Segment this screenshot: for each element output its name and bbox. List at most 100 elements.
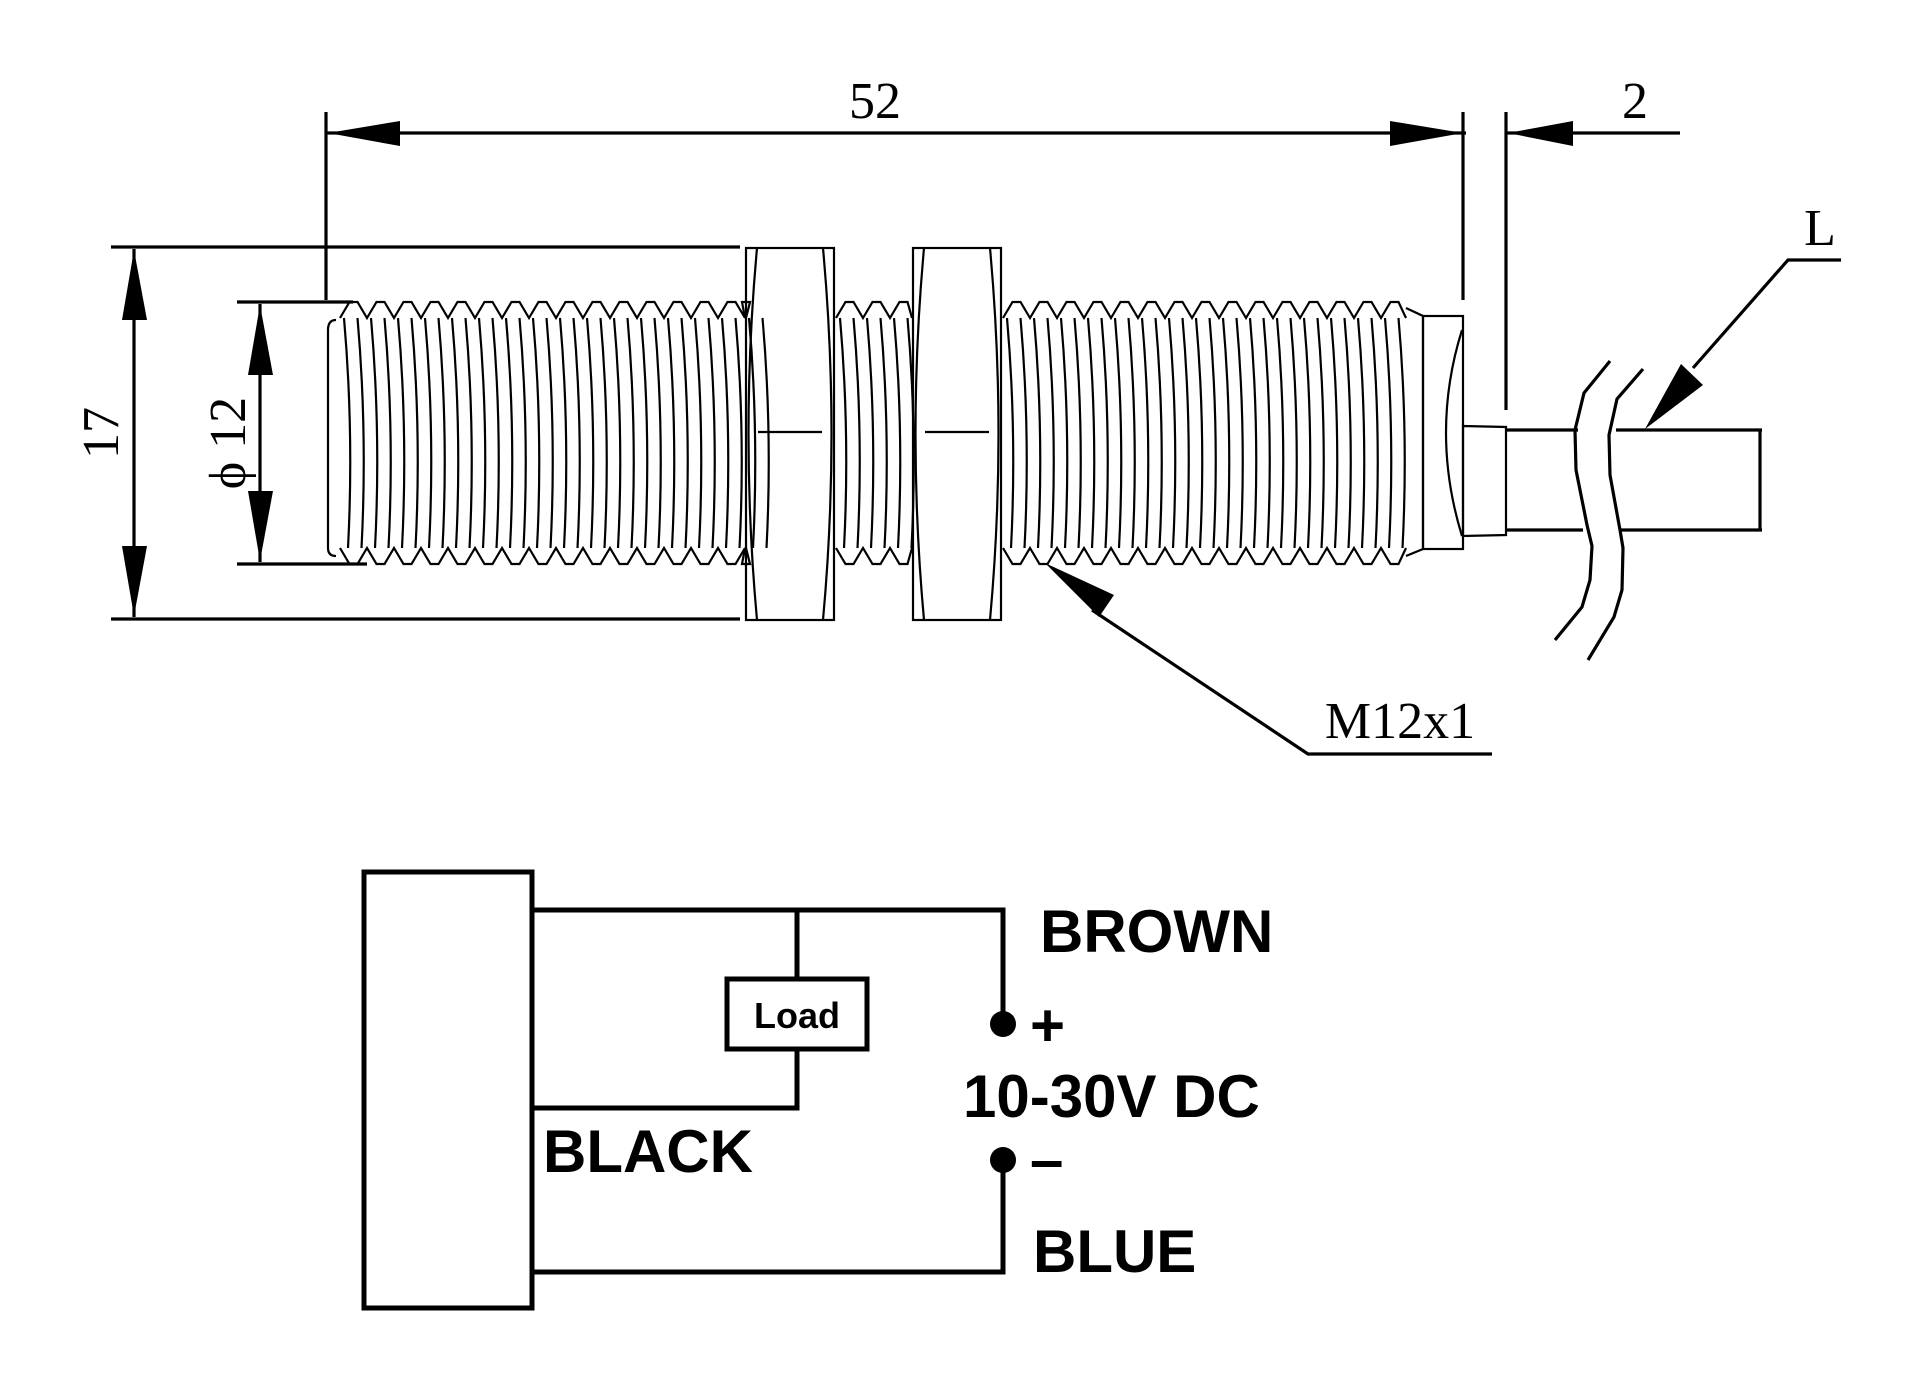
thread-line (1032, 317, 1042, 549)
arrow-dia-up (248, 305, 273, 375)
break-line-right (1586, 367, 1645, 661)
thread-line (437, 317, 446, 549)
thread-line (1262, 317, 1271, 549)
thread-line (423, 317, 433, 549)
thread-line (1005, 317, 1015, 549)
thread-crest-top (835, 300, 914, 321)
dimension-length: 52 (324, 73, 1466, 300)
thread-spec-label: M12x1 (1325, 693, 1475, 750)
arrow-right (1390, 121, 1463, 146)
arrow-thread (1045, 563, 1114, 617)
thread-line (464, 317, 473, 549)
label-black: BLACK (543, 1118, 753, 1185)
thread-line (1140, 317, 1150, 549)
thread-line (396, 317, 406, 549)
dimension-nut-width: 17 (73, 245, 740, 621)
wire-black (532, 1049, 800, 1111)
thread-line (1059, 317, 1069, 549)
thread-line (892, 317, 902, 549)
thread-line (680, 317, 689, 549)
thread-line (356, 317, 365, 549)
thread-line (531, 317, 541, 549)
thread-line (1316, 317, 1325, 549)
thread-line (504, 317, 514, 549)
thread-line (1127, 317, 1136, 549)
label-brown: BROWN (1040, 898, 1273, 965)
thread-line (410, 317, 419, 549)
thread-line (1167, 317, 1177, 549)
wire-brown (532, 907, 1006, 1021)
thread-crest-bottom (1002, 545, 1407, 566)
thread-line (1329, 317, 1339, 549)
arrow-offset (1508, 121, 1573, 146)
thread-line (369, 317, 379, 549)
thread-line (1073, 317, 1082, 549)
leader-thread-spec: M12x1 (1045, 563, 1492, 756)
dimension-label-52: 52 (849, 73, 901, 130)
thread-line (1356, 317, 1366, 549)
thread-crest-bottom (835, 545, 914, 566)
dimension-label-2: 2 (1622, 73, 1648, 130)
thread-line (1086, 317, 1096, 549)
thread-line (1289, 317, 1298, 549)
thread-line (1302, 317, 1312, 549)
thread-line (1154, 317, 1163, 549)
thread-line (572, 317, 581, 549)
thread-line (450, 317, 460, 549)
hex-nut-1 (744, 246, 836, 622)
thread-line (720, 317, 730, 549)
cable (1506, 359, 1762, 661)
thread-line (734, 317, 743, 549)
thread-line (879, 317, 888, 549)
thread-line (626, 317, 635, 549)
thread-line (1221, 317, 1231, 549)
threaded-body (339, 300, 1407, 566)
hex-nut-2 (911, 246, 1003, 622)
thread-line (1248, 317, 1258, 549)
wire-blue (532, 1165, 1006, 1275)
thread-line (1046, 317, 1055, 549)
thread-start-chamfer (326, 318, 337, 558)
thread-line (707, 317, 716, 549)
thread-crest-top (1002, 300, 1407, 321)
arrow-dia-down (248, 491, 273, 561)
thread-line (865, 317, 875, 549)
arrow-cable (1645, 364, 1703, 429)
thread-line (518, 317, 527, 549)
thread-line (1370, 317, 1379, 549)
thread-line (612, 317, 622, 549)
label-positive: + (1030, 992, 1065, 1059)
sensing-face (1405, 307, 1508, 558)
thread-line (1100, 317, 1109, 549)
thread-line (1383, 317, 1393, 549)
thread-line (838, 317, 848, 549)
thread-line (653, 317, 662, 549)
cable-length-label: L (1804, 200, 1836, 257)
thread-line (1019, 317, 1028, 549)
dimension-diameter: ϕ 12 (200, 300, 367, 566)
thread-line (491, 317, 500, 549)
thread-line (383, 317, 392, 549)
thread-line (852, 317, 861, 549)
thread-line (585, 317, 595, 549)
arrow-down (122, 546, 147, 616)
load-label: Load (754, 995, 840, 1036)
thread-line (558, 317, 568, 549)
label-blue: BLUE (1033, 1218, 1196, 1285)
thread-line (1181, 317, 1190, 549)
thread-line (1235, 317, 1244, 549)
sensor-block (361, 869, 535, 1311)
dimension-label-17: 17 (73, 407, 130, 459)
thread-line (1113, 317, 1123, 549)
dimension-label-diameter: ϕ 12 (200, 397, 257, 489)
thread-line (1275, 317, 1285, 549)
thread-line (666, 317, 676, 549)
arrow-left (328, 121, 400, 146)
dimension-face-offset: 2 (1461, 73, 1680, 410)
wiring-diagram: Load BROWN BLACK BLUE + – 10-30V DC (361, 869, 1273, 1311)
thread-crest-top (339, 300, 752, 321)
thread-line (599, 317, 608, 549)
thread-line (1194, 317, 1204, 549)
break-line-left (1553, 359, 1612, 642)
